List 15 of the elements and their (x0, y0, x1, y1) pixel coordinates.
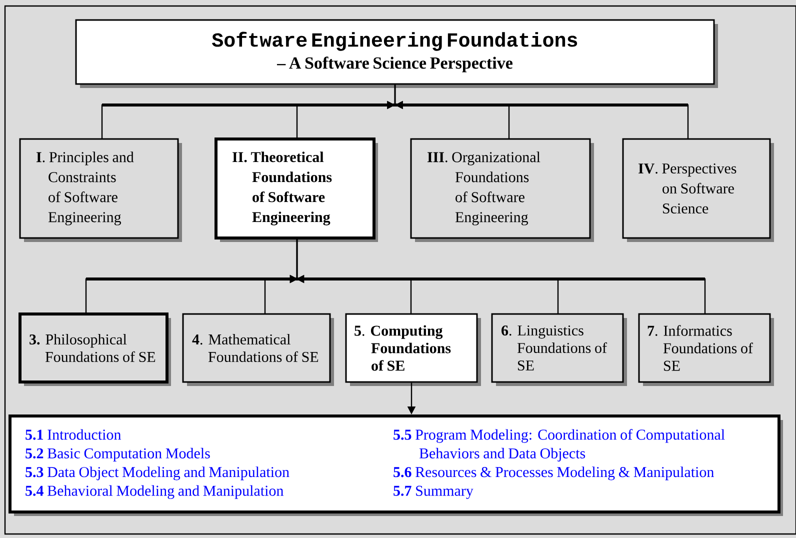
topic-box: IV. Perspectives on Software Science (622, 138, 774, 242)
contents-box: 5.1 Introduction 5.2 Basic Computation Models 5.3 Data Object Modeling and Manipulation 5.4 Behavioral Modeling and Manipulation 5.5 Program Modeling: Coordination of Computational Behaviors and Data Objects 5.6 Resources & Processes Modeling & Manipulation 5.7 Summary (8, 414, 783, 516)
topic-box: III. Organizational Foundations of Software Engineering (410, 138, 594, 242)
bus-bar (102, 104, 688, 106)
topic-box: 6. Linguistics Foundations of SE (491, 313, 627, 386)
connector-arrow (290, 240, 706, 314)
topic-box: 3. Philosophical Foundations of SE (18, 312, 171, 386)
topic-box: I. Principles and Constraints of Software Engineering (19, 138, 182, 242)
connector-arrow (387, 84, 689, 139)
topic-box: 5. Computing Foundations of SE (345, 313, 481, 386)
topic-box: II. Theoretical Foundations of Software Engineering (214, 138, 378, 242)
title-box: Software Engineering Foundations – A Software Science Perspective (75, 19, 718, 88)
topic-box: 7. Informatics Foundations of SE (638, 313, 774, 386)
bus-bar (86, 278, 705, 280)
topic-box: 4. Mathematical Foundations of SE (182, 313, 334, 386)
